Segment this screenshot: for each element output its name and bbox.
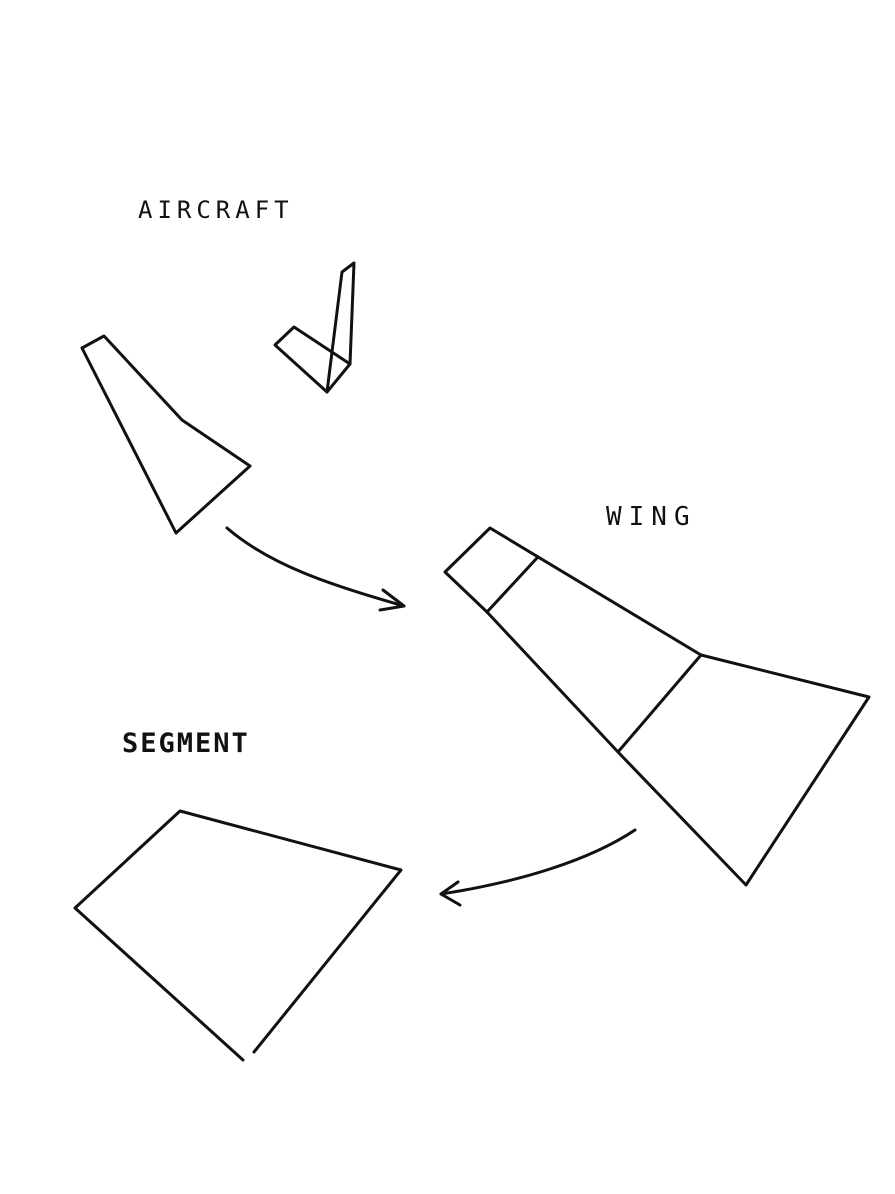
aircraft-to-wing-arrow-shaft xyxy=(225,526,406,608)
aircraft-tail-shape xyxy=(273,261,356,394)
wing-segment-divider-2 xyxy=(616,653,703,754)
wing-to-segment-arrow-shaft xyxy=(439,828,637,896)
aircraft-label: AIRCRAFT xyxy=(138,196,294,224)
aircraft-to-wing-arrow-icon xyxy=(225,526,406,612)
segment-label: SEGMENT xyxy=(122,728,250,759)
aircraft-to-wing-arrow-head xyxy=(378,588,406,612)
wing-to-segment-arrow-head xyxy=(439,880,462,907)
segment-shape xyxy=(73,809,403,1062)
wing-segment-divider-1 xyxy=(485,556,539,614)
aircraft-vertical-tail xyxy=(325,261,356,394)
wing-to-segment-arrow-icon xyxy=(439,828,637,907)
aircraft-horizontal-tail xyxy=(273,325,352,394)
wing-outline xyxy=(443,526,871,887)
wing-shape xyxy=(443,526,871,887)
aircraft-wing-shape xyxy=(80,334,252,535)
wing-label: WING xyxy=(606,502,697,532)
